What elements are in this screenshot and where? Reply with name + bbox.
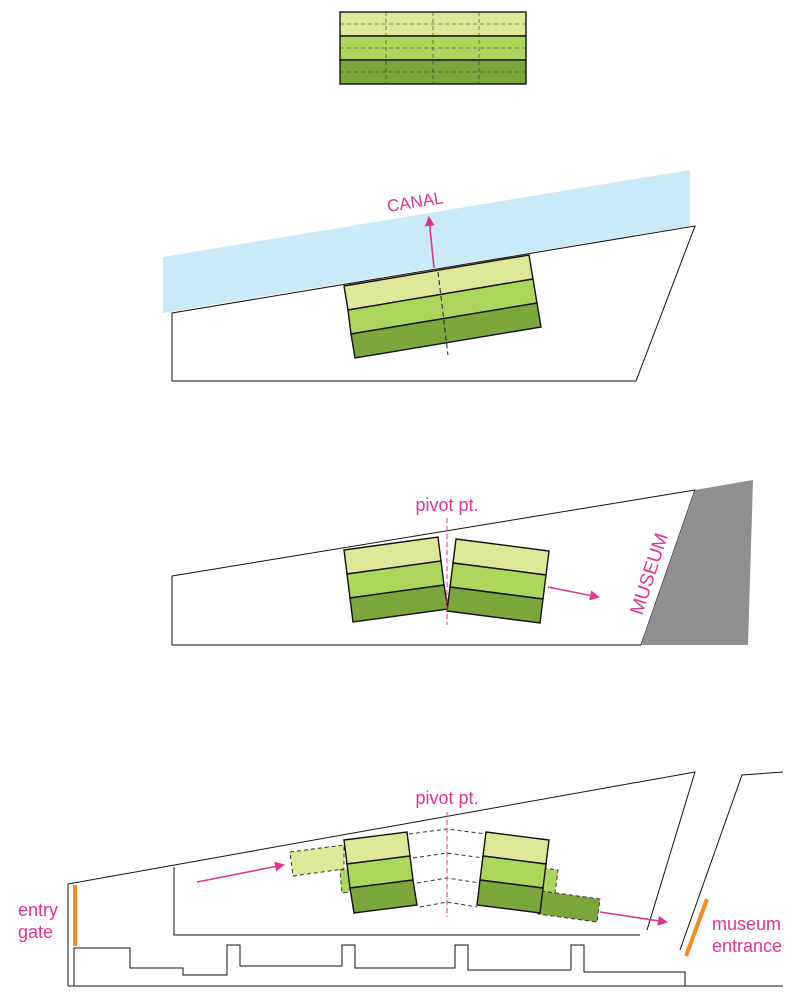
left-block <box>343 536 449 623</box>
museum-arrow <box>547 586 600 601</box>
entry-arrow <box>196 861 285 883</box>
ghost-block-left-top <box>289 844 345 877</box>
stage1-stacked-block <box>339 11 527 85</box>
ghost-volumes <box>289 828 601 923</box>
block-bottom-tier <box>350 302 542 359</box>
ghost-block-right-bottom <box>537 890 601 923</box>
canal-label: CANAL <box>386 188 445 216</box>
museum-entrance-marker <box>684 898 709 957</box>
south-building-edge <box>73 944 686 986</box>
pivot-label: pivot pt. <box>415 495 478 515</box>
canal <box>163 170 690 313</box>
museum-building <box>641 480 753 645</box>
stage4-site-plan: pivot pt. entry gate museum entrance <box>18 771 784 987</box>
museum-entrance-arrow <box>599 911 668 926</box>
block-center-line <box>437 271 449 356</box>
museum-entrance-label-line1: museum <box>712 914 781 934</box>
right-block <box>446 538 550 624</box>
stage3-pivot: pivot pt. MUSEUM <box>171 480 753 646</box>
left-wing-bottom-tier <box>349 879 418 914</box>
right-wing-block <box>476 831 550 914</box>
entry-gate-label-line2: gate <box>18 922 53 942</box>
right-wing-bottom-tier <box>476 879 544 914</box>
museum-entrance-label-line2: entrance <box>712 936 782 956</box>
pivot-label: pivot pt. <box>415 788 478 808</box>
block-grid-lines <box>340 12 526 84</box>
right-block-bottom-tier <box>446 586 544 624</box>
adjacent-street-edge <box>679 771 784 951</box>
left-wing-block <box>343 831 418 914</box>
stage2-canal-orientation: CANAL <box>163 170 696 382</box>
inner-courtyard-outline <box>173 867 640 936</box>
entry-gate-label-line1: entry <box>18 900 58 920</box>
outer-boundary <box>67 771 696 986</box>
canal-arrow <box>424 216 435 269</box>
